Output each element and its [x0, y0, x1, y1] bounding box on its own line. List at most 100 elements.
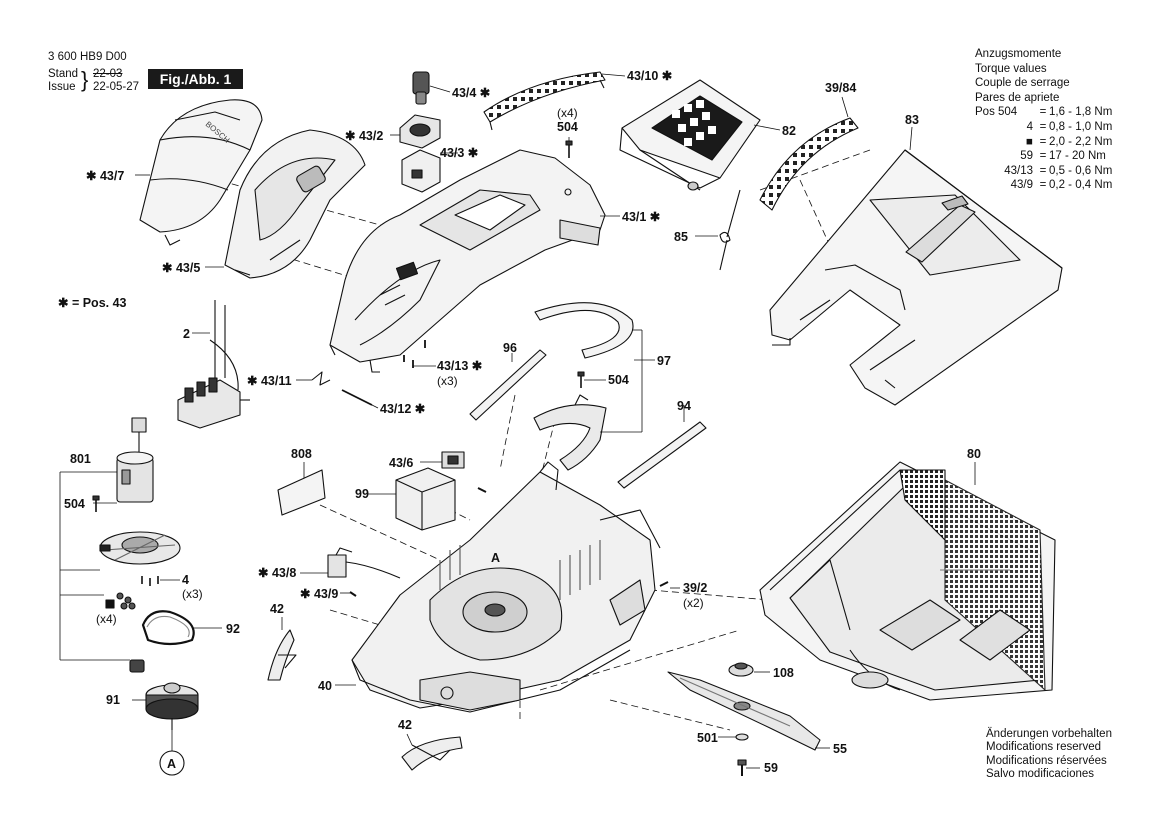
callout-504-left: 504 — [64, 497, 85, 511]
issue-date: 22-05-27 — [93, 81, 140, 93]
torque-title-de: Anzugsmomente — [975, 48, 1062, 60]
part-2-electronics — [177, 300, 250, 429]
callout-43-10: 43/10 ✱ — [627, 69, 673, 83]
part-55-blade — [667, 671, 821, 751]
part-42-mulch-lower — [401, 736, 463, 771]
part-39-84-handle — [759, 117, 859, 211]
part-43-11-clip — [311, 371, 331, 386]
torque-value: 0,8 - 1,0 Nm — [1049, 120, 1113, 133]
part-43-6-connector — [441, 451, 465, 469]
modifications-en: Modifications reserved — [986, 741, 1102, 754]
callout-40: 40 — [318, 679, 332, 693]
torque-title-en: Torque values — [975, 62, 1047, 75]
callout-39-2: 39/2 — [683, 581, 707, 595]
callout-43-9: ✱ 43/9 — [300, 587, 338, 601]
part-43-1-main-housing — [329, 149, 606, 373]
callout-43-5: ✱ 43/5 — [162, 261, 200, 275]
part-801-motor — [116, 417, 154, 503]
callout-43-8: ✱ 43/8 — [258, 566, 296, 580]
leader-lines — [59, 73, 976, 769]
callout-94: 94 — [677, 399, 691, 413]
torque-row: 43/9 =0,2 - 0,4 Nm — [975, 178, 1113, 193]
callout-96: 96 — [503, 341, 517, 355]
callout-504-top: 504 — [557, 120, 578, 134]
modifications-fr: Modifications réservées — [986, 754, 1107, 767]
part-83-grass-box-lid — [769, 149, 1063, 406]
callout-97: 97 — [657, 354, 671, 368]
modifications-es: Salvo modificaciones — [986, 767, 1095, 780]
callout-43-11: ✱ 43/11 — [247, 374, 292, 388]
part-43-13-screws — [403, 340, 426, 368]
part-97-arc — [534, 302, 634, 359]
part-501-washer — [735, 733, 749, 741]
callout-square-nut-qty: (x4) — [96, 612, 117, 626]
part-96-rod — [469, 349, 547, 421]
torque-row: 4=0,8 - 1,0 Nm — [975, 120, 1113, 135]
part-108-blade-adapter — [728, 662, 754, 677]
torque-eq: = — [1039, 150, 1047, 163]
torque-eq: = — [1039, 164, 1047, 177]
callout-808: 808 — [291, 447, 312, 461]
callout-39-2-qty: (x2) — [683, 596, 704, 610]
part-39-2-screws — [477, 487, 669, 587]
torque-value: 2,0 - 2,2 Nm — [1049, 135, 1113, 148]
callout-43-13: 43/13 ✱ — [437, 359, 483, 373]
callout-a-ref-1: A — [167, 757, 176, 771]
part-80-grass-box — [759, 461, 1056, 701]
callout-801: 801 — [70, 452, 91, 466]
callout-85: 85 — [674, 230, 688, 244]
callout-43-12: 43/12 ✱ — [380, 402, 426, 416]
part-43-5-lower-shell — [224, 129, 366, 279]
part-deflector — [533, 394, 607, 471]
callout-82: 82 — [782, 124, 796, 138]
callout-99: 99 — [355, 487, 369, 501]
callout-55: 55 — [833, 742, 847, 756]
part-99-foam-block — [395, 467, 456, 531]
torque-row: Pos 504=1,6 - 1,8 Nm — [975, 105, 1112, 120]
callout-504-mid: 504 — [608, 373, 629, 387]
callout-43-4: 43/4 ✱ — [452, 86, 491, 100]
torque-value: 0,2 - 0,4 Nm — [1049, 179, 1113, 192]
part-59-bolt — [737, 759, 747, 776]
modifications-note: Änderungen vorbehalten Modifications res… — [986, 728, 1112, 781]
callout-4: 4 — [182, 573, 189, 587]
torque-eq: = — [1039, 106, 1047, 119]
part-94-rod — [617, 421, 707, 489]
part-42-mulch-upper — [267, 629, 297, 681]
torque-pos: 43/9 — [1010, 179, 1033, 192]
modifications-de: Änderungen vorbehalten — [986, 728, 1112, 740]
torque-row: 59=17 - 20 Nm — [975, 149, 1109, 164]
callout-43-3: 43/3 ✱ — [440, 146, 479, 160]
callout-42-upper: 42 — [270, 602, 284, 616]
part-40-deck — [351, 461, 661, 713]
callout-43-2: ✱ 43/2 — [345, 129, 383, 143]
stand-date: 22-03 — [93, 68, 123, 80]
document-number: 3 600 HB9 D00 — [48, 51, 127, 63]
callout-a-ref-2: A — [491, 551, 500, 565]
part-808-label — [277, 469, 326, 516]
torque-pos: 4 — [1026, 120, 1033, 133]
callout-92: 92 — [226, 622, 240, 636]
callout-4-qty: (x3) — [182, 587, 203, 601]
callout-2: 2 — [183, 327, 190, 341]
part-504-screw-left — [92, 495, 100, 512]
torque-title-fr: Couple de serrage — [975, 77, 1070, 90]
torque-eq: = — [1039, 179, 1047, 192]
part-82-info-cover — [619, 79, 761, 191]
part-43-12-pin — [341, 389, 373, 406]
part-small-pulley — [129, 659, 145, 673]
star-pos-43-note: ✱ = Pos. 43 — [58, 296, 127, 310]
torque-row: 43/13=0,5 - 0,6 Nm — [975, 164, 1113, 179]
torque-value: 0,5 - 0,6 Nm — [1049, 164, 1113, 177]
callout-43-7: ✱ 43/7 — [86, 169, 124, 183]
torque-pos: 59 — [1020, 150, 1033, 163]
callout-83: 83 — [905, 113, 919, 127]
callout-43-6: 43/6 — [389, 456, 413, 470]
issue-label: Issue — [48, 81, 76, 93]
callout-80: 80 — [967, 447, 981, 461]
callout-108: 108 — [773, 666, 794, 680]
part-43-4-knob — [412, 71, 430, 105]
header-brace: } — [81, 67, 89, 92]
